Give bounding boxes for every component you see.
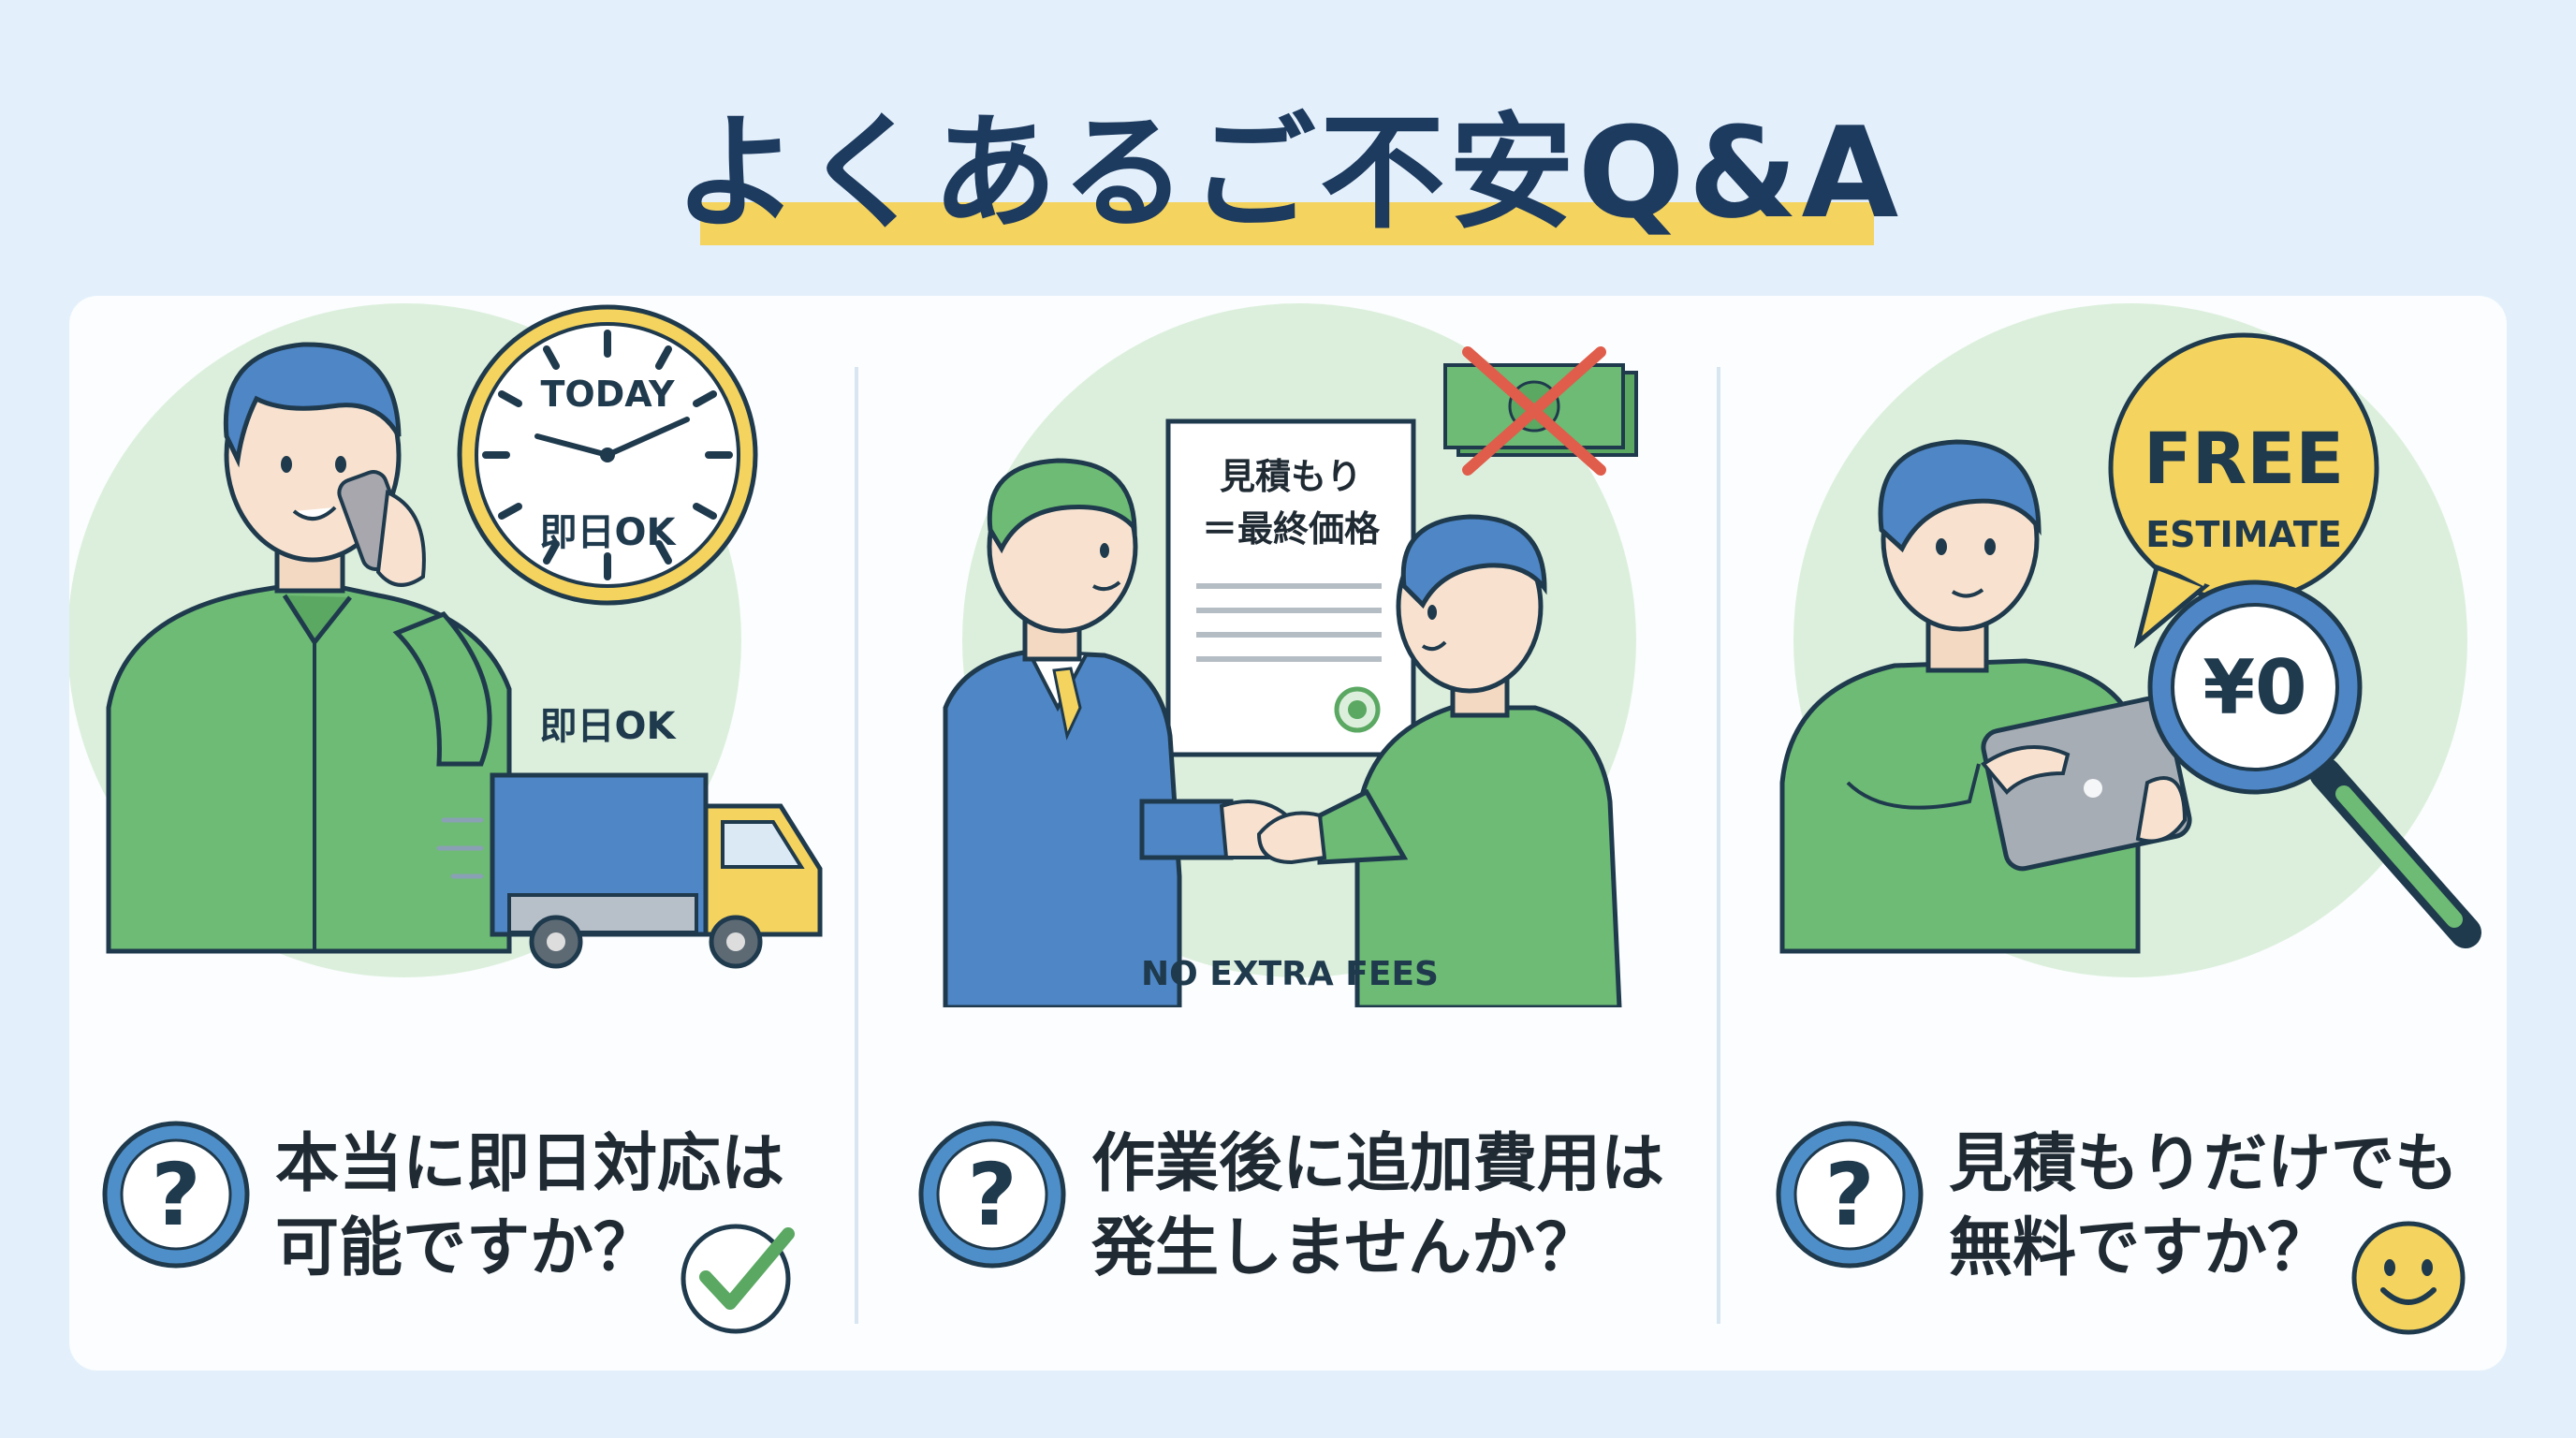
magnifier-icon [2147, 580, 2481, 948]
crossed-money-icon [1443, 346, 1638, 476]
tablet-user-illustration: FREE ESTIMATE ¥0 [1779, 303, 2481, 977]
businessman-body [943, 649, 1182, 1007]
question-line-1: 作業後に追加費用は [1091, 1127, 1665, 1201]
handshake-icon [1219, 800, 1327, 865]
qa-panel-same-day: TODAY 即日OK 即日OK ? 本当に即日対応は 可能ですか？ [69, 296, 882, 1371]
page-title: よくあるご不安Q&A [673, 100, 1903, 246]
clock-top-label: TODAY [540, 374, 675, 415]
question-mark-icon: ? [918, 1121, 1066, 1269]
bubble-line-1: FREE [2144, 417, 2344, 500]
person-hair [1878, 439, 2042, 553]
person-hair [223, 342, 402, 468]
question-line-2: 可能ですか？ [275, 1211, 658, 1285]
question-line-2: 無料ですか？ [1949, 1211, 2332, 1285]
qa-panel-extra-fees: 見積もり ＝最終価格 NO EXTRA FEE [880, 296, 1692, 1371]
estimate-document-icon [1165, 418, 1416, 757]
svg-text:?: ? [151, 1145, 200, 1245]
bubble-line-2: ESTIMATE [2145, 514, 2342, 555]
title-highlight [700, 202, 1874, 245]
title-area: よくあるご不安Q&A [0, 94, 2576, 253]
checkmark-icon [681, 1224, 795, 1334]
doc-line-1: 見積もり [1220, 456, 1362, 497]
panel-divider [1717, 367, 1720, 1324]
question-line-2: 発生しませんか？ [1091, 1211, 1599, 1285]
truck-label: 即日OK [540, 705, 678, 748]
question-mark-icon: ? [102, 1121, 250, 1269]
panel-divider [855, 367, 858, 1324]
tablet-icon [1981, 696, 2192, 872]
handshake-illustration: 見積もり ＝最終価格 NO EXTRA FEE [943, 303, 1638, 1007]
no-extra-fees-label: NO EXTRA FEES [1141, 955, 1439, 993]
clock-bottom-label: 即日OK [540, 511, 678, 554]
question-line-1: 本当に即日対応は [275, 1127, 785, 1201]
qa-panel-free-estimate: FREE ESTIMATE ¥0 ? 見積もりだけでも 無料ですか？ [1745, 296, 2557, 1371]
smiley-icon [2351, 1221, 2466, 1335]
delivery-truck-icon [436, 772, 823, 969]
question-mark-icon: ? [1776, 1121, 1924, 1269]
doc-line-2: ＝最終価格 [1202, 508, 1381, 550]
svg-text:?: ? [967, 1145, 1017, 1245]
phone-call-illustration: TODAY 即日OK 即日OK [69, 303, 823, 977]
magnifier-label: ¥0 [2203, 644, 2306, 731]
question-line-1: 見積もりだけでも [1949, 1127, 2459, 1201]
svg-text:?: ? [1824, 1145, 1874, 1245]
